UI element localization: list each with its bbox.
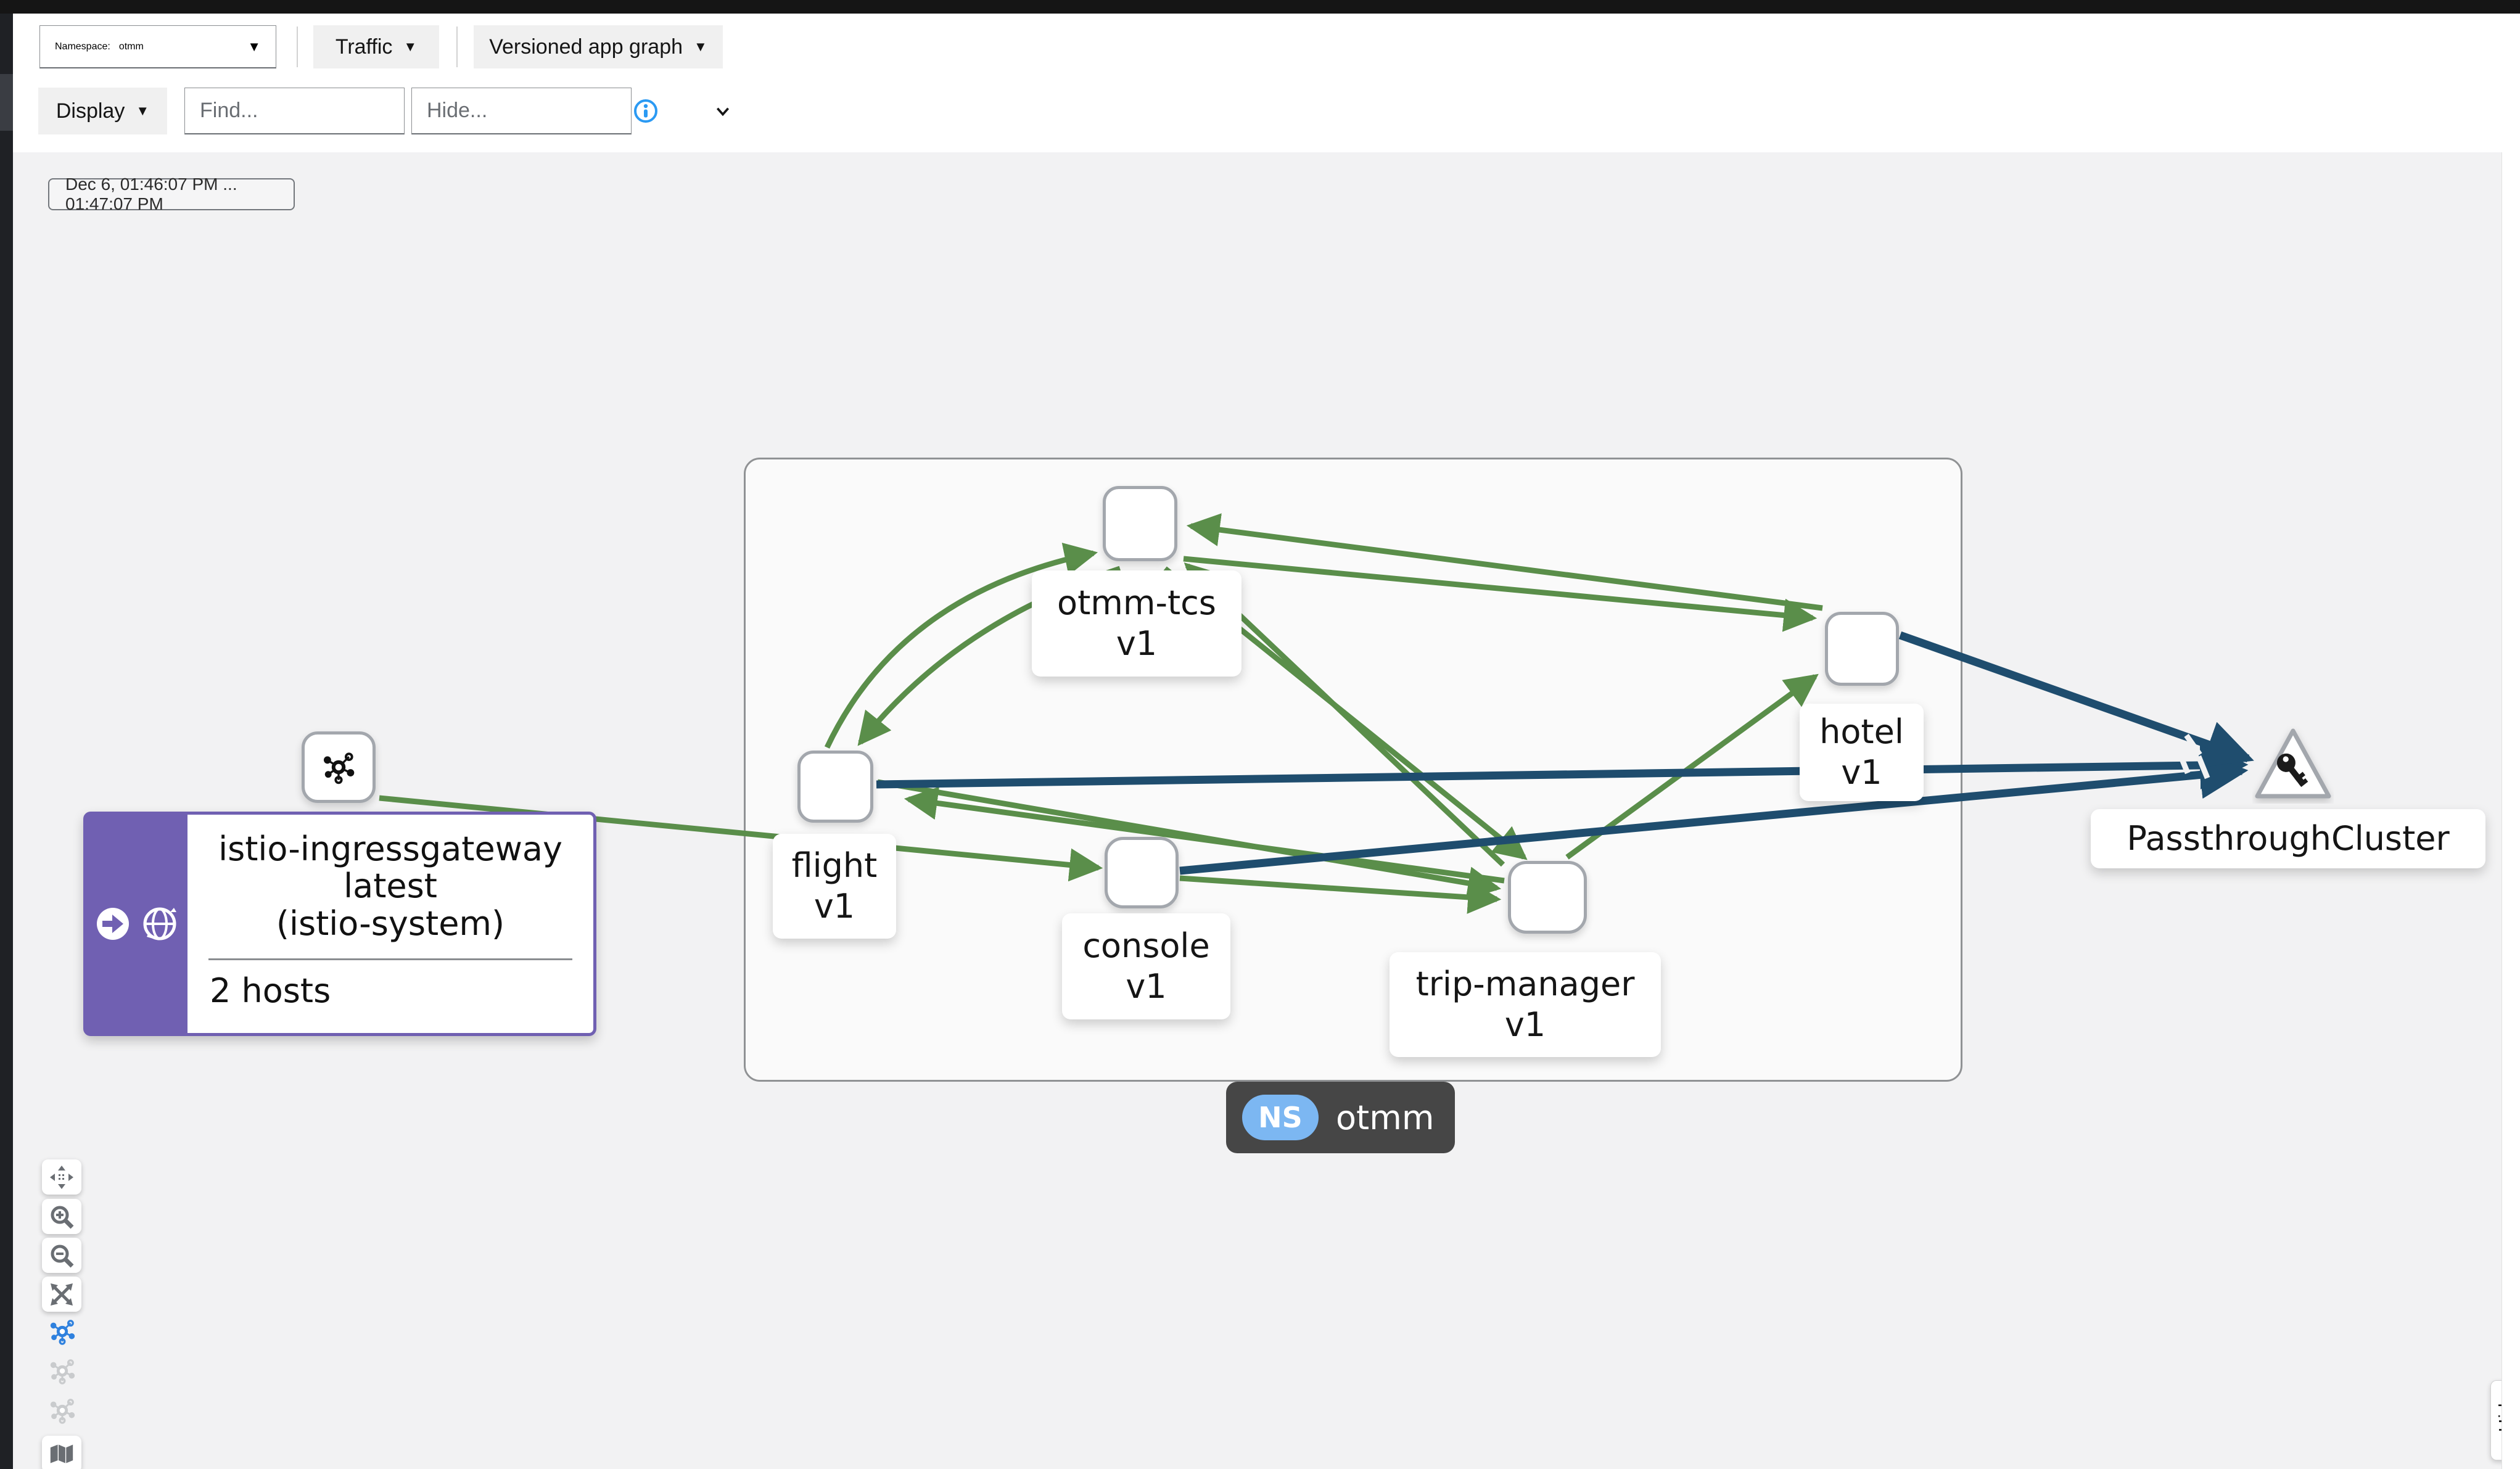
namespace-badge-abbr: NS bbox=[1242, 1095, 1319, 1140]
expand-icon bbox=[51, 1283, 73, 1306]
namespace-value: otmm bbox=[118, 41, 144, 52]
node-label-line: v1 bbox=[1504, 1005, 1546, 1044]
node-otmm-tcs[interactable] bbox=[1103, 486, 1177, 561]
gateway-title-line: (istio-system) bbox=[276, 903, 505, 943]
key-icon bbox=[2276, 753, 2308, 788]
node-label-line: trip-manager bbox=[1415, 965, 1635, 1004]
node-console[interactable] bbox=[1105, 837, 1179, 908]
node-label-line: v1 bbox=[1841, 753, 1882, 792]
display-dropdown[interactable]: Display ▼ bbox=[38, 88, 167, 134]
chevron-down-icon: ▼ bbox=[247, 38, 261, 54]
node-gateway-workload[interactable] bbox=[302, 731, 376, 803]
namespace-label: Namespace: bbox=[55, 41, 110, 52]
map-icon bbox=[50, 1444, 73, 1463]
traffic-dropdown[interactable]: Traffic ▼ bbox=[313, 25, 439, 68]
graph-type-dropdown[interactable]: Versioned app graph ▼ bbox=[474, 25, 723, 68]
pan-button[interactable] bbox=[42, 1159, 81, 1195]
node-label-line: hotel bbox=[1819, 712, 1904, 752]
time-range-label: Dec 6, 01:46:07 PM ... 01:47:07 PM bbox=[65, 175, 237, 213]
hide-input[interactable] bbox=[412, 99, 715, 123]
tls-edge-mark bbox=[2184, 733, 2202, 757]
node-flight[interactable] bbox=[797, 751, 873, 823]
namespace-badge[interactable]: NS otmm bbox=[1226, 1082, 1456, 1153]
tls-edge-mark bbox=[2196, 755, 2210, 780]
gateway-node-hosts: 2 hosts bbox=[210, 971, 331, 1011]
namespace-badge-name: otmm bbox=[1336, 1098, 1435, 1137]
node-trip-manager[interactable] bbox=[1508, 861, 1587, 934]
zoom-out-button[interactable] bbox=[42, 1238, 81, 1273]
toolbar-divider bbox=[456, 27, 458, 67]
gateway-node-stripe bbox=[86, 815, 187, 1033]
graph-hub-disabled-icon bbox=[50, 1359, 75, 1385]
namespace-select[interactable]: Namespace: otmm ▼ bbox=[39, 25, 276, 68]
chevron-down-icon: ▼ bbox=[403, 39, 418, 54]
graph-layout3-button[interactable] bbox=[48, 1396, 76, 1425]
graph-canvas[interactable]: Dec 6, 01:46:07 PM ... 01:47:07 PM otmm-… bbox=[13, 152, 2520, 1469]
browser-top-bar bbox=[0, 0, 2520, 14]
gateway-node-divider bbox=[208, 958, 572, 961]
zoom-in-button[interactable] bbox=[42, 1199, 81, 1234]
find-input-wrap bbox=[184, 88, 503, 134]
tls-edge-mark bbox=[2176, 750, 2191, 775]
node-label-line: v1 bbox=[1126, 967, 1167, 1006]
node-label-line: console bbox=[1082, 926, 1210, 966]
node-label-line: v1 bbox=[1116, 624, 1158, 663]
fit-to-screen-button[interactable] bbox=[42, 1277, 81, 1312]
legend-button[interactable] bbox=[42, 1436, 81, 1469]
gateway-title-line: istio-ingressgateway bbox=[218, 829, 562, 868]
zoom-out-icon bbox=[51, 1245, 74, 1267]
app-hub-icon bbox=[323, 752, 355, 784]
display-dropdown-label: Display bbox=[56, 99, 125, 123]
time-range-chip: Dec 6, 01:46:07 PM ... 01:47:07 PM bbox=[48, 175, 295, 213]
chevron-down-icon[interactable] bbox=[715, 103, 731, 119]
hide-input-wrap bbox=[411, 88, 730, 134]
gateway-globe-icon bbox=[143, 907, 176, 940]
namespace-group-box[interactable] bbox=[744, 458, 1962, 1082]
chevron-down-icon: ▼ bbox=[694, 39, 707, 54]
arrow-circle-right-icon bbox=[97, 908, 129, 940]
zoom-in-icon bbox=[51, 1206, 74, 1228]
node-label-line: PassthroughCluster bbox=[2127, 819, 2450, 858]
left-nav-rail[interactable] bbox=[0, 14, 13, 1469]
graph-layout2-button[interactable] bbox=[48, 1357, 76, 1385]
graph-layout-active-button[interactable] bbox=[48, 1317, 76, 1346]
graph-type-dropdown-label: Versioned app graph bbox=[489, 35, 683, 59]
graph-hub-disabled-icon bbox=[50, 1399, 75, 1424]
left-nav-rail-highlight bbox=[0, 74, 13, 131]
node-label-line: flight bbox=[791, 846, 878, 886]
toolbar-divider bbox=[297, 27, 298, 67]
node-label-line: otmm-tcs bbox=[1057, 583, 1216, 623]
node-hotel[interactable] bbox=[1825, 612, 1899, 686]
chevron-down-icon: ▼ bbox=[136, 103, 150, 118]
node-label-line: v1 bbox=[813, 887, 855, 926]
right-panel-strip bbox=[2501, 152, 2520, 1469]
graph-hub-active-icon bbox=[50, 1320, 75, 1345]
node-passthrough-cluster[interactable] bbox=[2252, 726, 2334, 804]
traffic-dropdown-label: Traffic bbox=[335, 35, 393, 59]
gateway-title-line: latest bbox=[344, 866, 437, 906]
graph-help-info-icon[interactable] bbox=[633, 99, 658, 123]
node-label-passthrough-cluster[interactable]: PassthroughCluster bbox=[2091, 809, 2485, 868]
pan-icon bbox=[50, 1165, 73, 1189]
